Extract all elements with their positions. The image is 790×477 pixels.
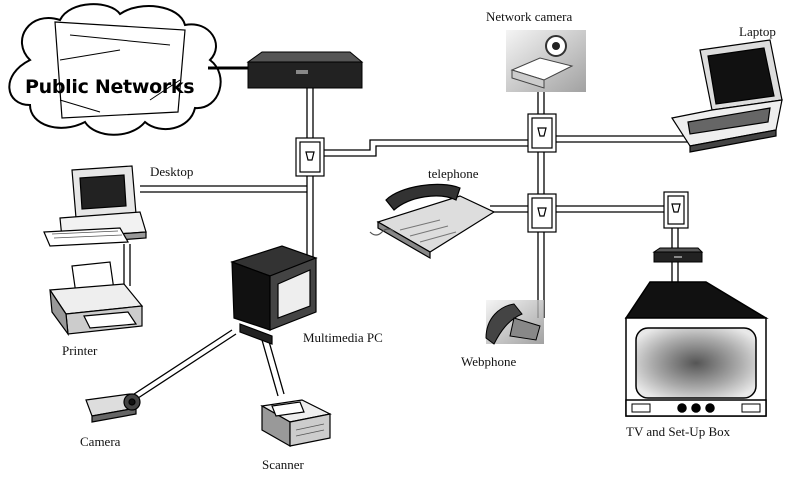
network-camera-label: Network camera — [486, 9, 573, 24]
telephone-icon — [369, 183, 496, 260]
printer-icon — [48, 261, 144, 337]
telephone-label: telephone — [428, 166, 479, 181]
printer-label: Printer — [62, 343, 98, 358]
scanner-icon — [260, 399, 332, 448]
wall-jack-icon — [295, 113, 689, 233]
multimedia-pc-label: Multimedia PC — [303, 330, 383, 345]
multimedia-pc-icon — [230, 245, 318, 345]
modem-icon — [246, 51, 364, 89]
scanner-label: Scanner — [262, 457, 304, 472]
tv-label: TV and Set-Up Box — [626, 424, 731, 439]
public-networks-label: Public Networks — [25, 76, 195, 98]
camera-icon — [85, 393, 141, 423]
tv-icon — [624, 281, 769, 417]
laptop-icon — [671, 39, 783, 153]
set-top-box-icon — [652, 247, 704, 263]
desktop-label: Desktop — [150, 164, 194, 179]
desktop-computer-icon — [43, 165, 147, 247]
webphone-label: Webphone — [461, 354, 517, 369]
webphone-icon — [485, 300, 544, 345]
network-camera-icon — [506, 30, 586, 92]
cloud-icon — [8, 3, 222, 136]
camera-label: Camera — [80, 434, 121, 449]
laptop-label: Laptop — [739, 24, 776, 39]
